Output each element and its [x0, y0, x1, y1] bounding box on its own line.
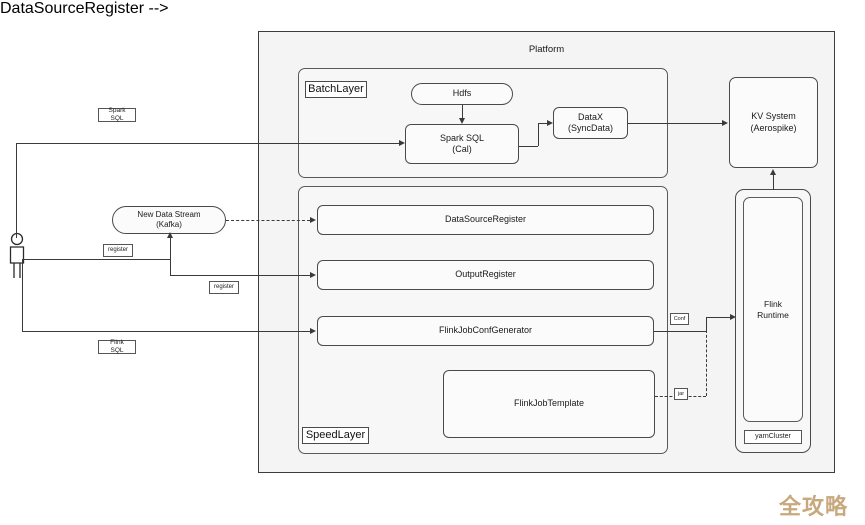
- conf-edge-label: Conf: [670, 313, 689, 325]
- edge-actor-to-spark-seg1: [16, 143, 17, 238]
- edge-conf-arrowhead: [730, 313, 736, 320]
- edge-datax-to-kv-arrowhead: [722, 119, 728, 126]
- edge-kafka-to-dsr-arrowhead: [310, 216, 316, 223]
- platform-title: Platform: [528, 44, 565, 55]
- edge-actor-to-conf-seg1: [22, 259, 23, 331]
- output-register-node[interactable]: OutputRegister: [317, 260, 654, 290]
- edge-conf-seg1: [654, 331, 706, 332]
- batch-layer-label: BatchLayer: [305, 81, 367, 98]
- edge-runtime-to-kv-arrowhead: [769, 169, 776, 175]
- edge-kafka-to-dsr: [226, 220, 310, 221]
- kafka-stream-node[interactable]: New Data Stream (Kafka): [112, 206, 226, 234]
- edge-actor-to-spark-arrowhead: [399, 139, 405, 146]
- edge-actor-to-spark-seg2: [16, 143, 399, 144]
- spark-sql-external-label: Spark SQL: [98, 107, 136, 122]
- edge-hdfs-to-spark: [462, 105, 463, 118]
- edge-spark-to-datax-seg3: [538, 123, 547, 124]
- edge-actor-to-kafka-seg2: [170, 238, 171, 259]
- flink-sql-external-label: Flink SQL: [98, 339, 136, 354]
- register-label-1: register: [103, 244, 133, 257]
- spark-sql-node[interactable]: Spark SQL (Cal): [405, 124, 519, 164]
- edge-jar-seg2: [706, 330, 707, 396]
- speed-layer-label: SpeedLayer: [302, 427, 369, 444]
- yarn-cluster-label: yarnCluster: [744, 430, 802, 444]
- data-source-register-node[interactable]: DataSourceRegister: [317, 205, 654, 235]
- edge-actor-to-conf-arrowhead: [310, 327, 316, 334]
- flink-runtime-node[interactable]: Flink Runtime: [743, 197, 803, 422]
- edge-actor-to-kafka-arrowhead: [166, 232, 173, 238]
- edge-hdfs-to-spark-arrowhead: [458, 118, 465, 124]
- edge-register-to-output-arrowhead: [310, 271, 316, 278]
- flink-job-template-node[interactable]: FlinkJobTemplate: [443, 370, 655, 438]
- edge-spark-to-datax-seg1: [519, 146, 538, 147]
- edge-actor-to-conf-seg2: [22, 331, 310, 332]
- datax-node[interactable]: DataX (SyncData): [553, 107, 628, 139]
- watermark-text: 全攻略: [779, 495, 849, 520]
- edge-register-to-output-seg1: [170, 259, 171, 275]
- register-label-2: register: [209, 281, 239, 294]
- jar-edge-label: jar: [674, 388, 688, 400]
- edge-spark-to-datax-arrowhead: [547, 119, 553, 126]
- hdfs-node[interactable]: Hdfs: [411, 83, 513, 105]
- edge-conf-seg3: [706, 317, 730, 318]
- edge-conf-seg2: [706, 317, 707, 331]
- edge-actor-to-kafka-seg1: [22, 259, 170, 260]
- edge-datax-to-kv: [628, 123, 722, 124]
- user-actor-icon: [9, 232, 25, 278]
- flink-job-conf-generator-node[interactable]: FlinkJobConfGenerator: [317, 316, 654, 346]
- edge-register-to-output-seg2: [170, 275, 310, 276]
- kv-system-node[interactable]: KV System (Aerospike): [729, 77, 818, 168]
- edge-spark-to-datax-seg2: [538, 123, 539, 146]
- edge-runtime-to-kv: [773, 175, 774, 190]
